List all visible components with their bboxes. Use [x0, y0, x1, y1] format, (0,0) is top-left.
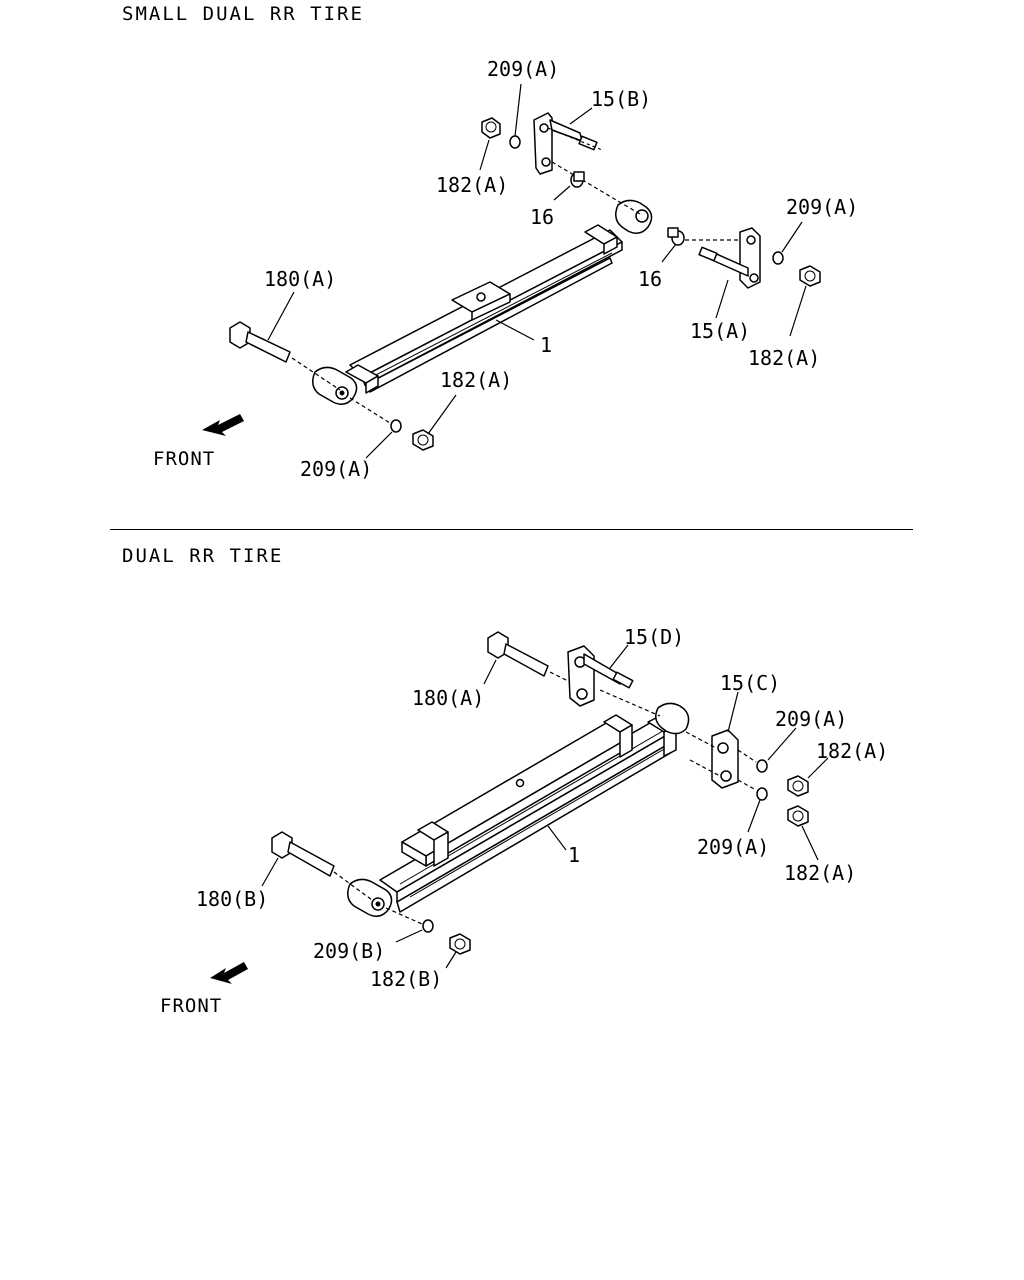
nut-182a-upper-right [787, 775, 809, 797]
callout-180b: 180(B) [196, 887, 268, 911]
washer-209a-front [390, 419, 402, 433]
front-label: FRONT [153, 448, 215, 470]
callout-15c: 15(C) [720, 671, 780, 695]
callout-15a: 15(A) [690, 319, 750, 343]
bushing-16-upper [570, 171, 585, 188]
callout-209a: 209(A) [300, 457, 372, 481]
callout-15d: 15(D) [624, 625, 684, 649]
callout-182a: 182(A) [440, 368, 512, 392]
callout-182a: 182(A) [816, 739, 888, 763]
leaf-spring-assembly-dual [347, 702, 690, 917]
callout-180a: 180(A) [412, 686, 484, 710]
washer-209a-upper-right [756, 759, 768, 773]
washer-209a-lower-right [756, 787, 768, 801]
front-label: FRONT [160, 995, 222, 1017]
section-title-dual: DUAL RR TIRE [122, 545, 284, 567]
callout-209a: 209(A) [786, 195, 858, 219]
washer-209a-top [509, 135, 521, 149]
washer-209a-right [772, 251, 784, 265]
bolt-180b [271, 831, 373, 901]
callout-182a: 182(A) [784, 861, 856, 885]
callout-180a: 180(A) [264, 267, 336, 291]
shackle-15d [567, 645, 661, 717]
shackle-15a [685, 227, 761, 289]
bolt-180a-top [229, 321, 341, 391]
nut-182b [449, 933, 471, 955]
callout-209a: 209(A) [775, 707, 847, 731]
section-divider [110, 529, 913, 530]
callout-209a: 209(A) [487, 57, 559, 81]
callout-16: 16 [638, 267, 662, 291]
callout-209b: 209(B) [313, 939, 385, 963]
nut-182a-lower-right [787, 805, 809, 827]
callout-182a: 182(A) [748, 346, 820, 370]
callout-209a: 209(A) [697, 835, 769, 859]
callout-1: 1 [568, 843, 580, 867]
nut-182a-top [481, 117, 501, 139]
leaf-spring-assembly-small [312, 199, 653, 405]
washer-209b [422, 919, 434, 933]
bolt-180a-bottom [487, 631, 571, 683]
section-title-small-dual: SMALL DUAL RR TIRE [122, 3, 364, 25]
callout-182a: 182(A) [436, 173, 508, 197]
bushing-16-lower [667, 227, 685, 246]
callout-182b: 182(B) [370, 967, 442, 991]
front-arrow-icon [210, 962, 248, 984]
callout-15b: 15(B) [591, 87, 651, 111]
callout-1: 1 [540, 333, 552, 357]
nut-182a-front [412, 429, 434, 451]
shackle-15c [685, 729, 739, 789]
front-arrow-icon [202, 414, 244, 436]
nut-182a-right [799, 265, 821, 287]
callout-16: 16 [530, 205, 554, 229]
shackle-15b [533, 112, 641, 215]
